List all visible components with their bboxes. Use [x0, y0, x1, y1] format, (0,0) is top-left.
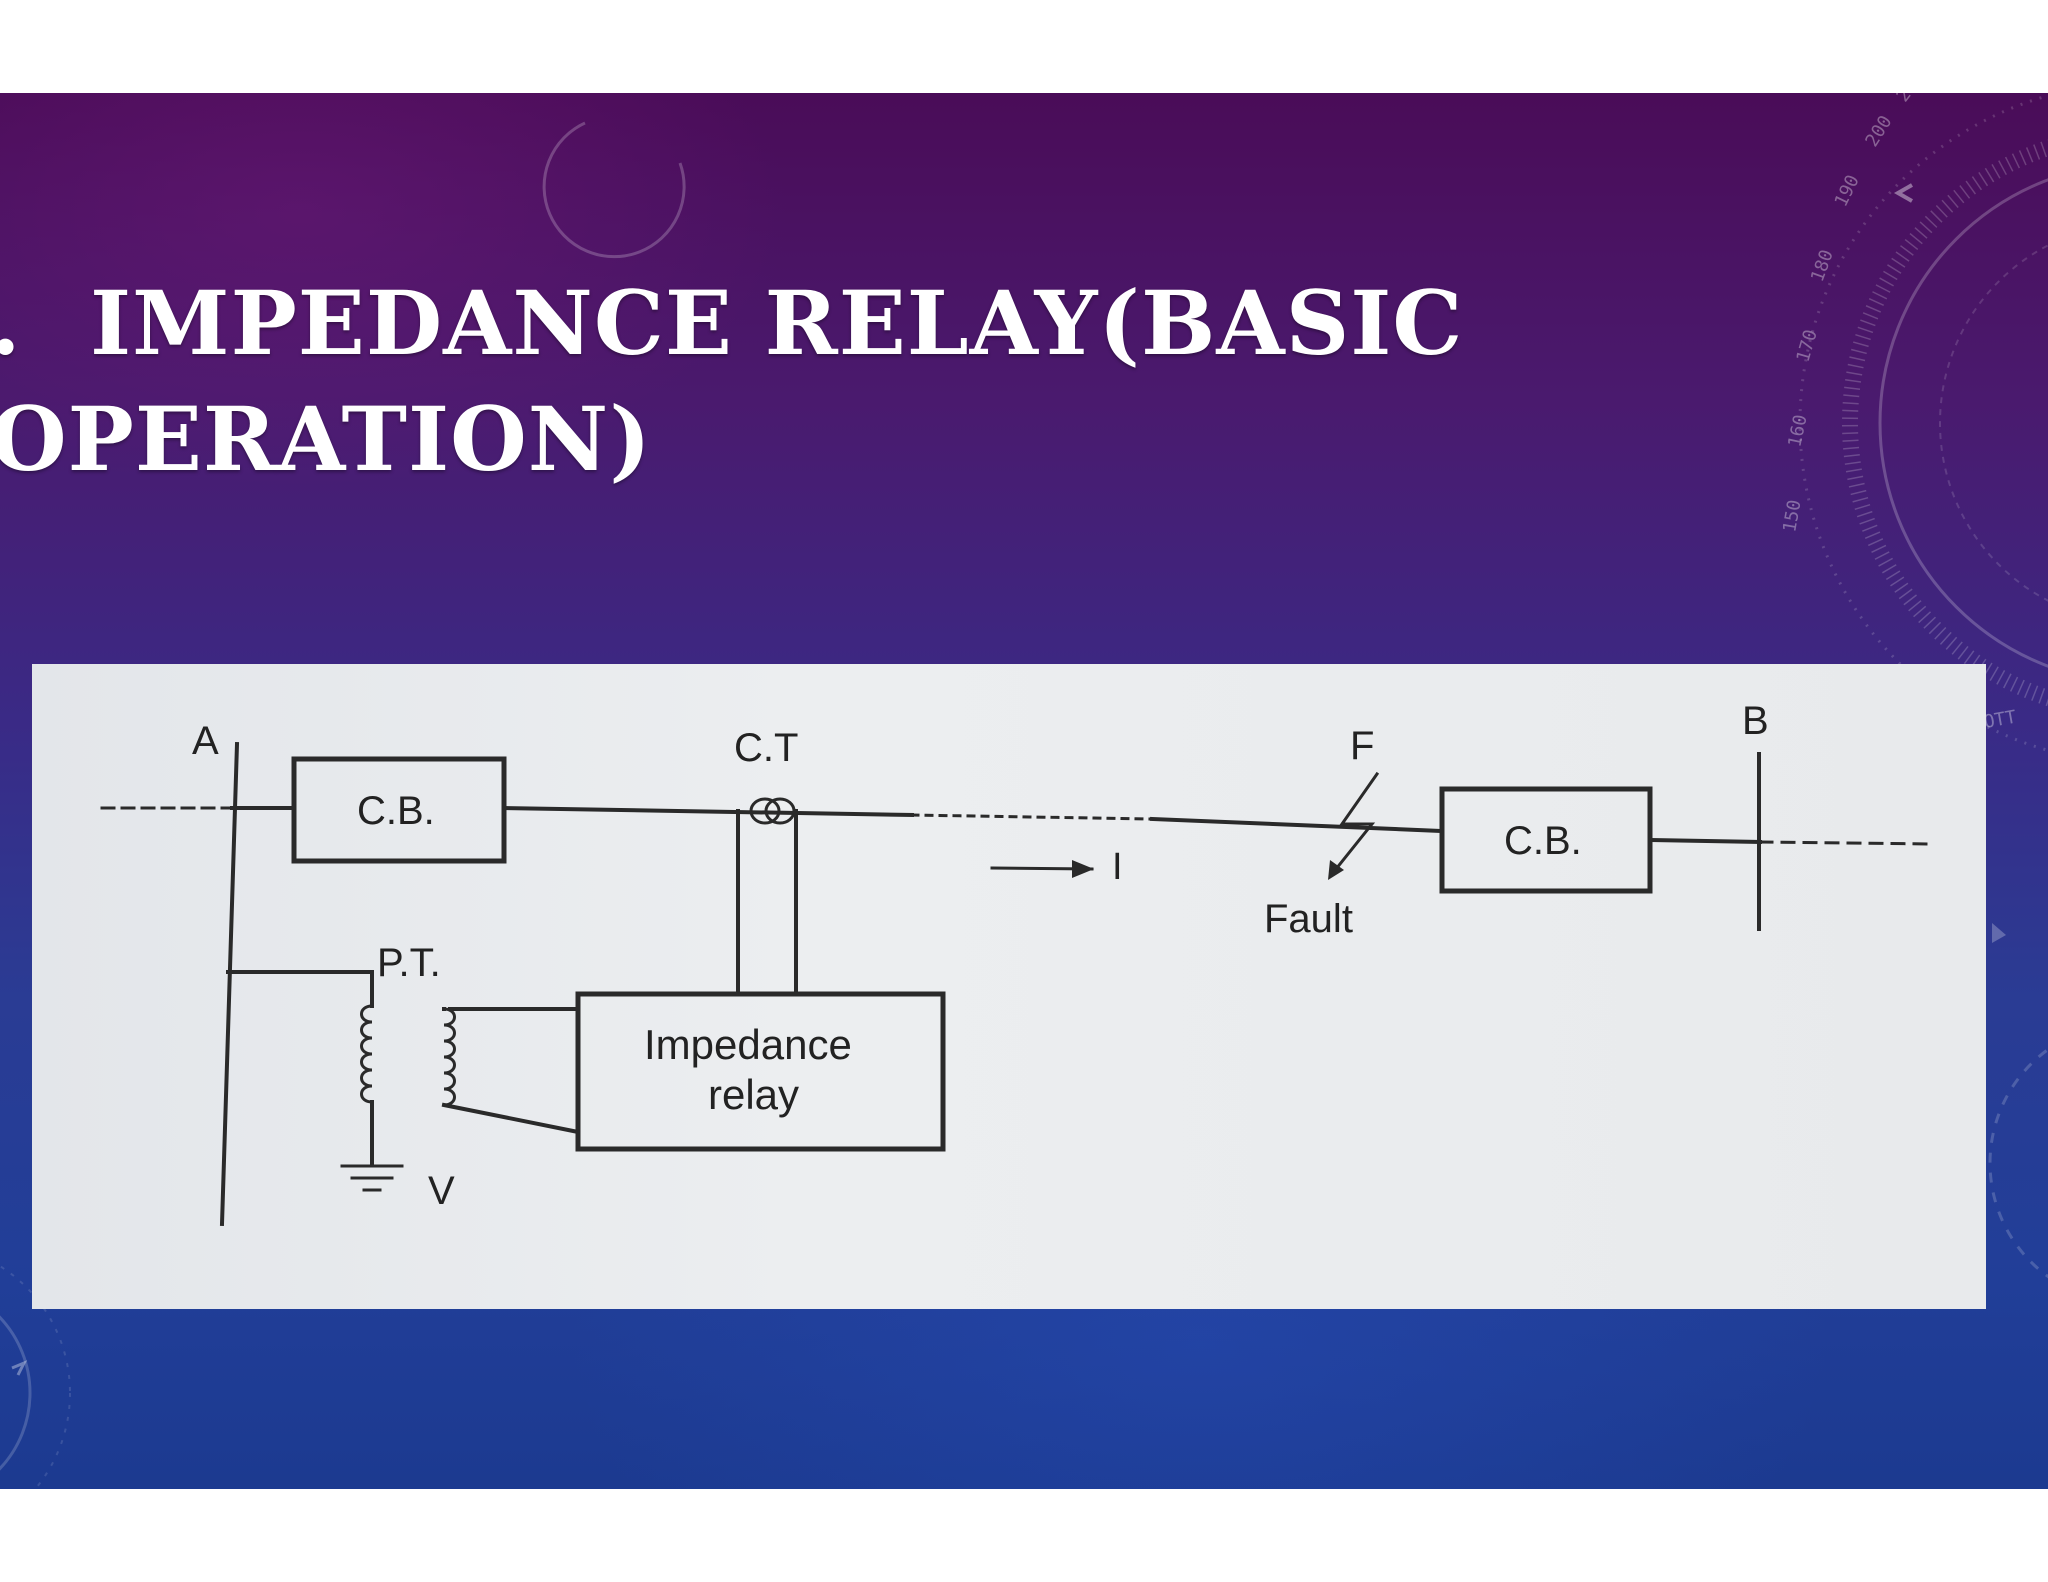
impedance-relay-box [575, 991, 946, 1152]
dial-edge-label: OTT [1982, 707, 2018, 733]
line-cb-to-bus-b [1647, 837, 1763, 845]
decorative-triangle-icon [1992, 923, 2006, 943]
main-line-segment-2 [1149, 816, 1445, 834]
impedance-relay-circuit-diagram: A B C.B. C.B. C.T P.T. Impedance relay I… [100, 699, 1934, 1227]
current-label: I [1112, 846, 1123, 888]
slide: 150 160 170 180 190 200 21 OTT .IMPEDANC… [0, 93, 2048, 1489]
title-line-1: .IMPEDANCE RELAY(BASIC [0, 265, 1490, 381]
voltage-label: V [428, 1169, 455, 1213]
decorative-dial-inner-ring [1939, 244, 2048, 602]
main-line-dotted [910, 813, 1154, 821]
relay-label-line-1: Impedance [644, 1021, 852, 1068]
decorative-dial-graphics: 150 160 170 180 190 200 21 OTT [0, 93, 2048, 1489]
decorative-bottom-left-ring [0, 1315, 32, 1471]
slide-title: .IMPEDANCE RELAY(BASIC OPERATION) [0, 265, 1490, 497]
circuit-diagram-photo: A B C.B. C.B. C.T P.T. Impedance relay I… [32, 664, 1986, 1309]
fault-label: Fault [1264, 897, 1353, 941]
dial-tick-label: 150 [1779, 498, 1805, 534]
relay-label-line-2: relay [708, 1071, 799, 1118]
cb-left-label: C.B. [357, 789, 435, 833]
title-line-2: OPERATION) [0, 387, 652, 491]
pt-secondary-coil [442, 1007, 456, 1107]
pt-to-relay-bottom [441, 1102, 581, 1135]
decorative-bottom-left-ring-dashed [0, 1264, 71, 1489]
fault-point-label: F [1350, 724, 1374, 768]
ct-label: C.T [734, 726, 798, 770]
decorative-chevron-icon [1893, 183, 1913, 203]
title-text-line-1: IMPEDANCE RELAY(BASIC [90, 271, 1464, 375]
decorative-arc-top [542, 121, 686, 259]
dial-tick-label: 180 [1807, 247, 1838, 285]
dial-tick-label: 21 [1892, 93, 1922, 106]
dial-tick-label: 200 [1861, 112, 1896, 151]
current-arrow-head [1072, 860, 1094, 878]
right-dashed-feeder [1758, 840, 1934, 846]
decorative-chevron-icon [11, 1360, 28, 1376]
title-number: . [0, 265, 90, 381]
fault-arrow-head [1328, 860, 1344, 880]
pt-primary-coil [360, 1004, 374, 1104]
current-transformer-coil [749, 797, 781, 825]
fault-lightning-icon [1329, 771, 1380, 877]
decorative-dial-ring [1878, 178, 2048, 668]
bus-a-line [219, 741, 240, 1227]
dial-tick-label: 190 [1831, 172, 1864, 210]
decorative-lower-ring [1988, 1047, 2048, 1279]
bus-b-label: B [1742, 699, 1769, 743]
main-line-segment-1 [501, 805, 915, 818]
dial-tick-label: 170 [1793, 327, 1822, 364]
pt-label: P.T. [377, 941, 441, 985]
dial-tick-label: 160 [1784, 413, 1811, 449]
cb-right-label: C.B. [1504, 819, 1582, 863]
bus-a-label: A [192, 719, 219, 763]
